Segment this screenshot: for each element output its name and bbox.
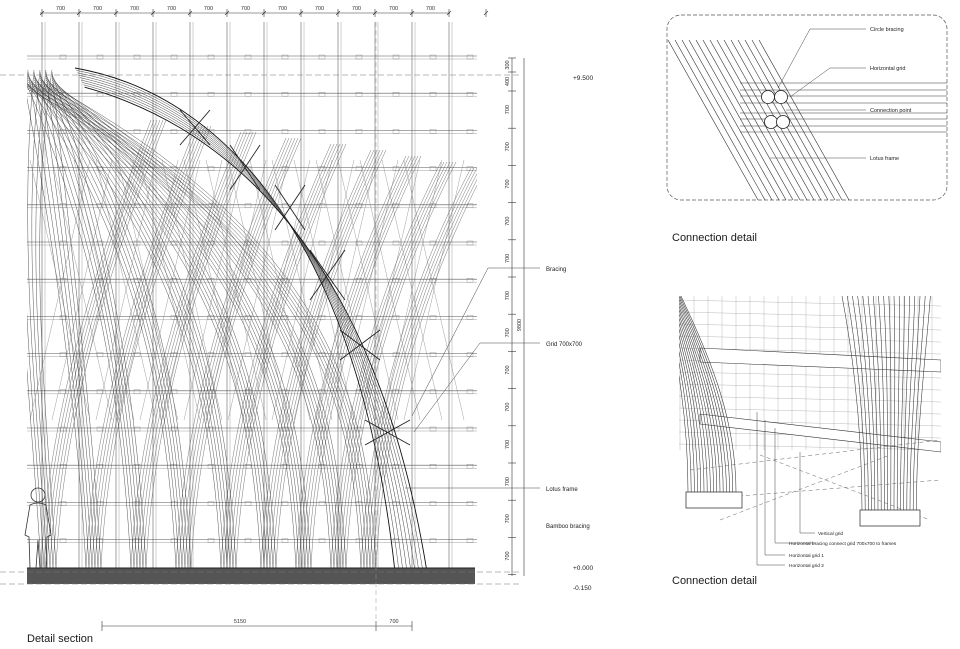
- side-dim-label: 700: [505, 105, 511, 114]
- top-dim-label: 700: [352, 6, 361, 12]
- top-dim-label: 700: [389, 6, 398, 12]
- connection-detail-bottom: Vertical grid Horizontal bracing connect…: [679, 296, 941, 569]
- top-dim-label: 700: [130, 6, 139, 12]
- level-floor-label: +0.000: [573, 565, 593, 572]
- lotus-frame-arches: [27, 69, 477, 569]
- side-dim-label: 700: [505, 254, 511, 263]
- top-dim-label: 700: [241, 6, 250, 12]
- bottom-dim-5150: 5150: [234, 619, 246, 625]
- connection-detail-top: Circle bracing Horizontal grid Connectio…: [666, 14, 948, 201]
- ground-slab: [27, 568, 475, 584]
- top-dim-label: 700: [426, 6, 435, 12]
- base-plate-right: [859, 509, 921, 527]
- side-dim-label: 700: [505, 179, 511, 188]
- level-base-label: -0.150: [573, 585, 592, 592]
- side-dim-label: 700: [505, 477, 511, 486]
- label-circle-bracing: Circle bracing: [870, 27, 904, 33]
- grid-700x700: [27, 22, 477, 568]
- label-horizontal-bracing: Horizontal bracing connect grid 700x700 …: [789, 541, 897, 547]
- human-scale-figure: [24, 487, 52, 569]
- top-dim-label: 700: [93, 6, 102, 12]
- side-dim-label: 700: [505, 217, 511, 226]
- callouts: [405, 267, 540, 489]
- lotus-frame-strips: [667, 39, 850, 200]
- total-height-dim: 9800: [517, 319, 523, 331]
- label-lotus-frame: Lotus frame: [546, 487, 578, 493]
- side-dim-label: 700: [505, 142, 511, 151]
- top-dim-label: 700: [315, 6, 324, 12]
- side-dim-label: 700: [505, 440, 511, 449]
- side-dim-label: 700: [505, 403, 511, 412]
- main-arch-frame: [74, 67, 428, 573]
- bottom-dim-700: 700: [389, 619, 398, 625]
- label-vertical-grid: Vertical grid: [818, 531, 843, 537]
- top-dim-label: 700: [278, 6, 287, 12]
- label-bamboo-bracing: Bamboo bracing: [546, 524, 590, 530]
- label-horizontal-grid-1: Horizontal grid 1: [789, 553, 824, 559]
- side-dim-label: 700: [505, 514, 511, 523]
- side-dim-label: 700: [505, 291, 511, 300]
- bottom-dimension-line: 5150 700: [101, 22, 413, 631]
- level-top-label: +9.500: [573, 75, 593, 82]
- horizontal-grid-bars: [740, 82, 947, 133]
- detail-section-drawing: 700 700 700 700 700 700 700 700 700 700 700 300 400…: [0, 6, 593, 631]
- base-plate-left: [685, 491, 743, 509]
- label-horizontal-grid: Horizontal grid: [870, 66, 905, 72]
- circle-bracing: [761, 90, 790, 129]
- side-dimension-line: 300 400 700 700 700 700 700 700 700 700 700 700 700 7…: [505, 57, 525, 576]
- label-connection-point: Connection point: [870, 108, 912, 114]
- base-plan-dashes: [689, 439, 941, 521]
- lotus-column-left: [679, 296, 737, 493]
- top-dim-label: 700: [167, 6, 176, 12]
- top-dimension-line: 700 700 700 700 700 700 700 700 700 700 700: [39, 6, 489, 17]
- label-grid: Grid 700x700: [546, 342, 583, 348]
- side-dim-label: 700: [505, 328, 511, 337]
- lotus-column-right: [841, 296, 931, 511]
- label-lotus-frame-detail: Lotus frame: [870, 156, 899, 162]
- side-dim-label: 700: [505, 365, 511, 374]
- side-dim-label: 400: [505, 77, 511, 86]
- caption-connection-detail-top: Connection detail: [672, 232, 758, 244]
- side-dim-label: 300: [505, 60, 511, 69]
- label-bracing: Bracing: [546, 267, 566, 273]
- caption-connection-detail-bottom: Connection detail: [672, 575, 758, 587]
- top-dim-label: 700: [56, 6, 65, 12]
- side-dim-label: 700: [505, 551, 511, 560]
- caption-detail-section: Detail section: [27, 633, 94, 645]
- top-dim-label: 700: [204, 6, 213, 12]
- label-horizontal-grid-2: Horizontal grid 2: [789, 563, 824, 569]
